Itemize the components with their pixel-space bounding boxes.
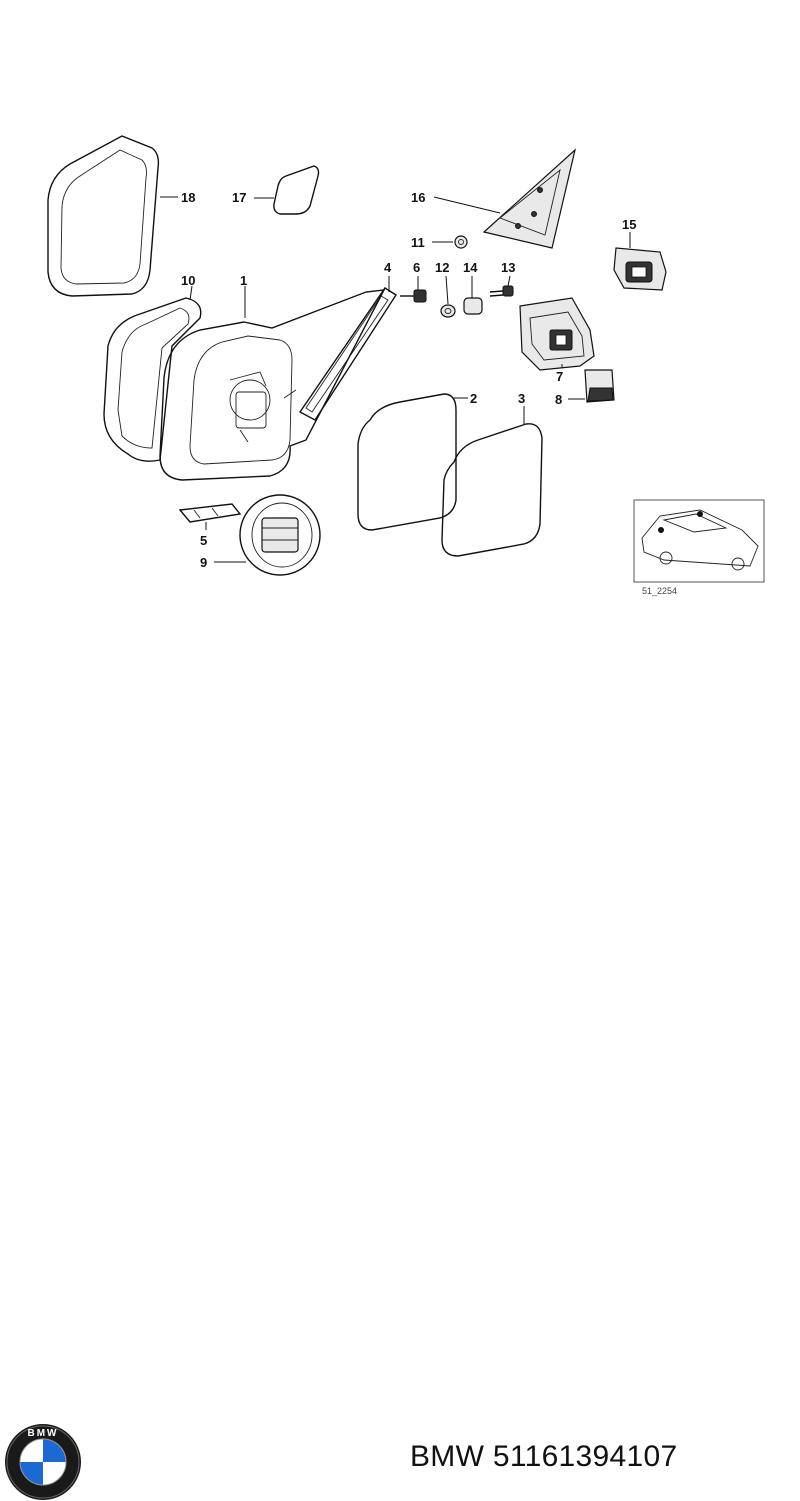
part-4-seal	[298, 287, 397, 421]
part-7-mirror-base	[519, 297, 595, 371]
label-3: 3	[518, 391, 525, 406]
label-12: 12	[435, 260, 449, 275]
part-15-switch	[613, 247, 667, 291]
label-16: 16	[411, 190, 425, 205]
svg-text:BMW: BMW	[28, 1428, 59, 1439]
part-13-bolt	[489, 285, 514, 297]
part-number-caption: BMW 51161394107	[410, 1440, 678, 1473]
part-18-mirror-frame	[47, 135, 160, 297]
part-9-drive-motor	[239, 494, 321, 576]
part-16-triangle-cover	[482, 148, 577, 249]
part-11-nut	[454, 235, 468, 249]
label-17: 17	[232, 190, 246, 205]
label-7: 7	[556, 369, 563, 384]
label-18: 18	[181, 190, 195, 205]
label-8: 8	[555, 392, 562, 407]
inset-car-reference	[633, 499, 765, 583]
part-3-mirror-glass	[441, 423, 543, 557]
part-8-cap	[584, 369, 615, 403]
part-6-screw	[400, 289, 427, 303]
label-6: 6	[413, 260, 420, 275]
footer: BMW BMW 51161394107	[0, 700, 800, 1500]
label-11: 11	[411, 235, 425, 250]
inset-reference-number: 51_2254	[642, 586, 677, 596]
label-15: 15	[622, 217, 636, 232]
label-10: 10	[181, 273, 195, 288]
label-2: 2	[470, 391, 477, 406]
label-13: 13	[501, 260, 515, 275]
label-4: 4	[384, 260, 392, 275]
part-17-small-glass	[273, 165, 320, 215]
label-9: 9	[200, 555, 207, 570]
bmw-logo: BMW	[5, 1424, 81, 1500]
part-14-sleeve	[463, 297, 483, 315]
parts-diagram: 18 17 16 15 11 4 6	[47, 135, 765, 596]
part-5-clip	[178, 503, 242, 523]
part-1-mirror-housing	[159, 289, 386, 481]
part-10-mirror-cover	[103, 297, 202, 462]
part-2-mirror-glass	[357, 393, 457, 531]
label-1: 1	[240, 273, 247, 288]
label-5: 5	[200, 533, 207, 548]
label-14: 14	[463, 260, 478, 275]
part-12-washer	[440, 304, 456, 318]
